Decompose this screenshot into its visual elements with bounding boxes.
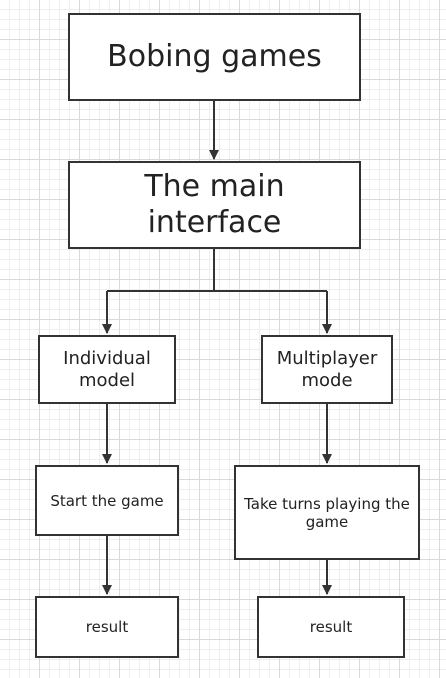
node-result-multiplayer: result xyxy=(257,596,405,658)
node-bobing-games-label: Bobing games xyxy=(107,39,322,74)
node-main-interface: The main interface xyxy=(68,161,361,249)
node-start-the-game: Start the game xyxy=(35,465,179,536)
node-multiplayer-mode-label: Multiplayer mode xyxy=(276,347,378,391)
node-result-individual: result xyxy=(35,596,179,658)
node-result-multiplayer-label: result xyxy=(309,618,353,636)
node-main-interface-label: The main interface xyxy=(144,169,285,240)
node-result-individual-label: result xyxy=(85,618,129,636)
node-take-turns-label: Take turns playing the game xyxy=(244,494,410,531)
node-individual-model: Individual model xyxy=(38,335,176,404)
node-take-turns: Take turns playing the game xyxy=(234,465,420,560)
node-start-the-game-label: Start the game xyxy=(50,491,164,510)
node-individual-model-label: Individual model xyxy=(63,347,151,391)
node-bobing-games: Bobing games xyxy=(68,13,361,101)
node-multiplayer-mode: Multiplayer mode xyxy=(261,335,393,404)
